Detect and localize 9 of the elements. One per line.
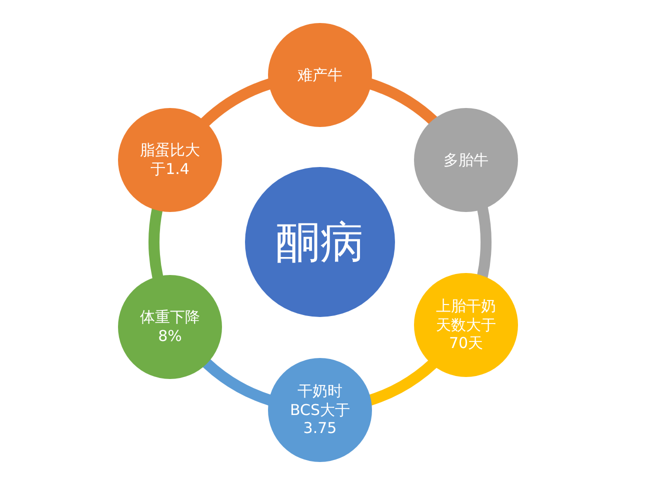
node-label: 干奶时BCS大于3.75 [288,382,352,438]
node-label: 多胎牛 [444,150,488,170]
ring-segment [148,208,164,278]
node-label: 难产牛 [298,66,342,84]
node-label: 上胎干奶天数大于70天 [435,296,497,354]
ring-segment [476,206,492,278]
node-label: 酮病 [276,216,364,270]
node-label: 脂蛋比大于1.4 [139,141,201,179]
node-label: 体重下降8% [139,308,201,346]
